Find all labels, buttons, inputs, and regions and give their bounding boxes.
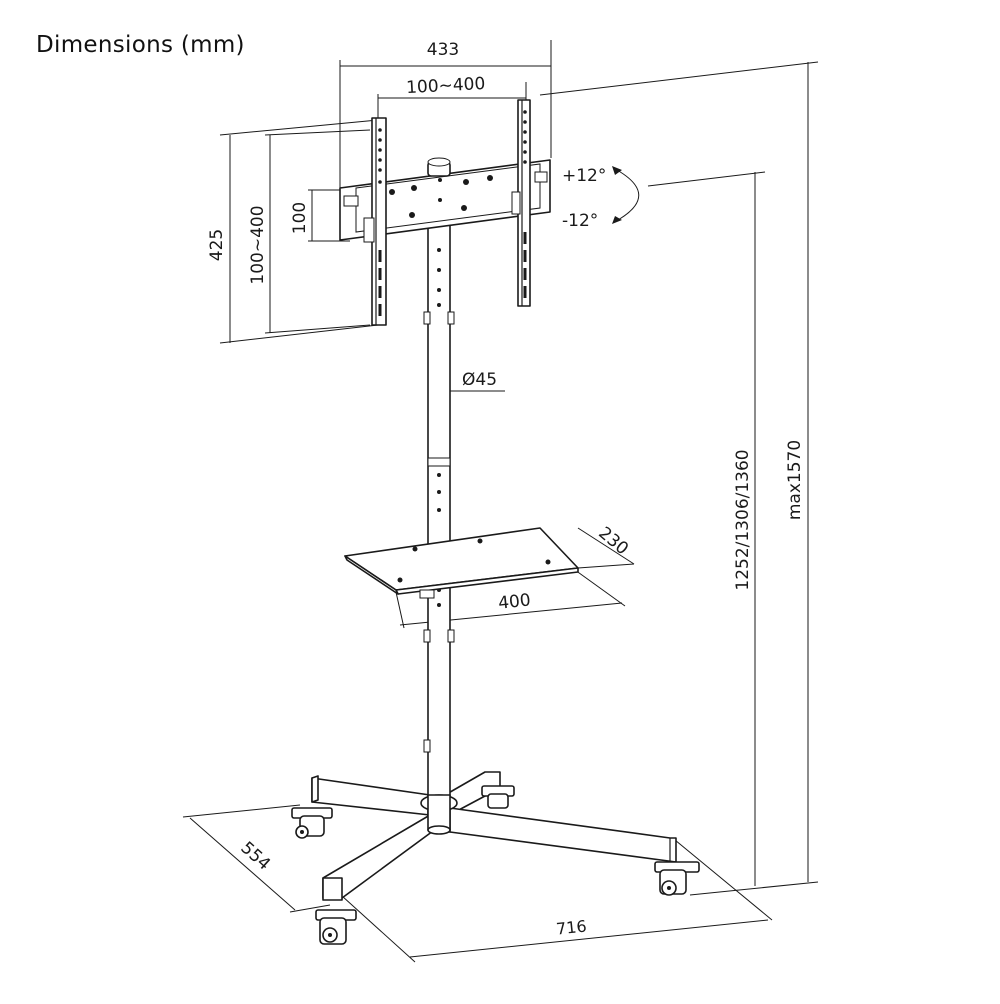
label-base-width: 716: [555, 916, 587, 938]
page-title: Dimensions (mm): [36, 32, 245, 58]
label-max-height: max1570: [785, 440, 805, 520]
label-425: 425: [207, 229, 227, 261]
vesa-rail-right: [511, 99, 531, 307]
label-plate-height: 100: [290, 202, 310, 234]
label-tilt-up: +12°: [562, 166, 606, 186]
label-shelf-depth: 230: [594, 523, 632, 559]
label-vesa-horizontal: 100~400: [406, 74, 486, 98]
mount-plate: [339, 157, 551, 241]
shelf: [344, 527, 579, 599]
caster-right: [654, 861, 700, 896]
label-tilt-down: -12°: [562, 211, 598, 231]
caster-left: [291, 807, 333, 839]
label-vesa-vertical: 100~400: [248, 205, 268, 284]
dimension-labels: 433 100~400 425 100~400 100 +12° -12° Ø4…: [207, 40, 805, 939]
caster-back: [481, 785, 515, 809]
pole: [427, 221, 451, 833]
label-shelf-width: 400: [497, 590, 531, 613]
vesa-rail-left: [363, 117, 387, 326]
caster-front: [315, 909, 357, 945]
label-433: 433: [427, 40, 459, 60]
label-pole-diameter: Ø45: [462, 370, 497, 390]
tv-stand-drawing: [291, 99, 700, 945]
base-arm-right: [449, 807, 677, 863]
label-base-depth: 554: [237, 838, 274, 875]
label-vesa-heights: 1252/1306/1360: [733, 449, 753, 590]
